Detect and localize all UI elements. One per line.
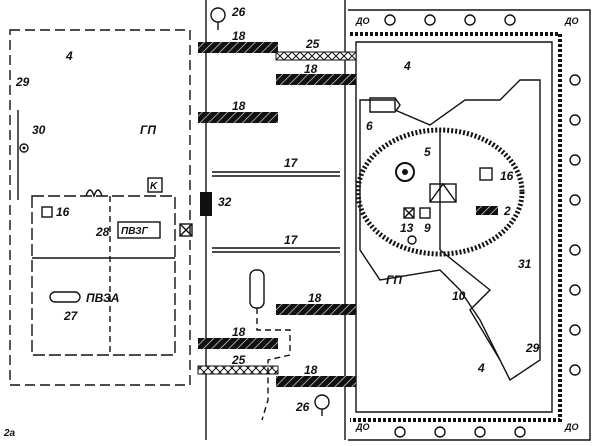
vehicle-route — [249, 269, 291, 421]
label-do-tl: ДО — [355, 16, 370, 26]
right-compound-outer — [348, 9, 591, 441]
label-k: K — [150, 181, 158, 192]
label-10: 10 — [452, 289, 466, 303]
label-18-e: 18 — [232, 325, 246, 339]
central-enclosure — [355, 79, 541, 382]
label-17-b: 17 — [284, 233, 299, 247]
checkpoint-32 — [200, 192, 212, 216]
label-16-right: 16 — [500, 169, 514, 183]
labels: 26 18 25 18 18 17 32 17 18 18 25 18 26 4… — [3, 5, 579, 439]
inner-building — [31, 189, 176, 356]
label-4-bottom-right: 4 — [477, 361, 485, 375]
label-18-f: 18 — [304, 363, 318, 377]
label-27: 27 — [63, 309, 79, 323]
label-17-a: 17 — [284, 156, 299, 170]
label-18-d: 18 — [308, 291, 322, 305]
hatched-barriers — [198, 42, 356, 387]
label-18-a: 18 — [232, 29, 246, 43]
label-25-top: 25 — [305, 37, 320, 51]
label-28: 28 — [95, 225, 110, 239]
label-26-bottom: 26 — [295, 400, 310, 414]
gates — [197, 51, 357, 375]
label-do-tr: ДО — [564, 16, 579, 26]
label-pvza: ПВЗА — [86, 291, 119, 305]
label-do-bl: ДО — [355, 422, 370, 432]
label-30: 30 — [32, 123, 46, 137]
label-9: 9 — [424, 221, 431, 235]
left-compound-fence — [9, 29, 191, 386]
label-pvzg: ПВЗГ — [121, 226, 149, 237]
label-29-right: 29 — [525, 341, 540, 355]
label-5: 5 — [424, 145, 431, 159]
facility-symbols — [369, 97, 498, 245]
label-6: 6 — [366, 119, 373, 133]
label-gp-right: ГП — [386, 273, 402, 287]
label-18-b: 18 — [304, 62, 318, 76]
label-do-br: ДО — [564, 422, 579, 432]
label-4-top-right: 4 — [403, 59, 411, 73]
perimeter-lights — [384, 14, 581, 438]
figure-number: 2а — [3, 428, 16, 439]
label-13: 13 — [400, 221, 414, 235]
label-4-left: 4 — [65, 49, 73, 63]
label-16-left: 16 — [56, 205, 70, 219]
label-25-bottom: 25 — [231, 353, 246, 367]
misc-symbols — [17, 7, 330, 416]
label-29-left: 29 — [15, 75, 30, 89]
barrier-lines — [212, 171, 340, 253]
label-18-c: 18 — [232, 99, 246, 113]
label-31: 31 — [518, 257, 532, 271]
label-gp-left: ГП — [140, 123, 156, 137]
label-26-top: 26 — [231, 5, 246, 19]
label-32: 32 — [218, 195, 232, 209]
label-2: 2 — [503, 204, 511, 218]
